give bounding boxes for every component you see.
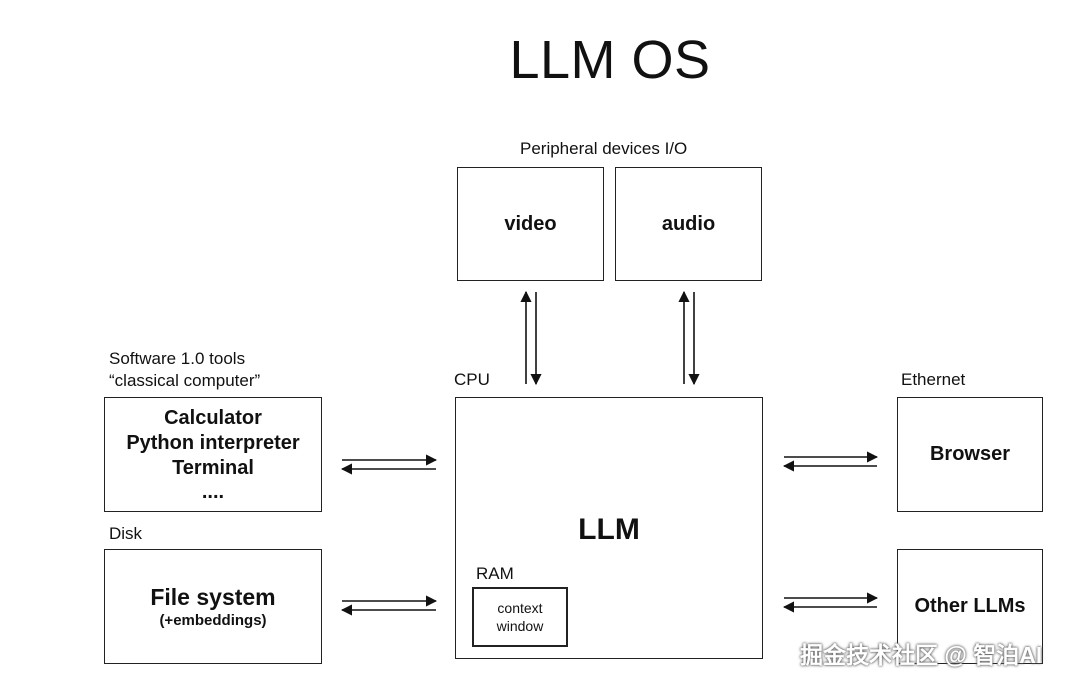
- llm-cpu-box: LLM: [455, 397, 763, 659]
- video-box: video: [457, 167, 604, 281]
- peripheral-label: Peripheral devices I/O: [520, 139, 688, 158]
- cpu-label: CPU: [454, 370, 490, 389]
- browser-box: Browser: [897, 397, 1043, 512]
- diagram-title: LLM OS: [509, 30, 711, 90]
- video-label: video: [504, 212, 557, 235]
- ethernet-label: Ethernet: [901, 370, 966, 389]
- ram-label: RAM: [476, 564, 514, 583]
- other-llms-box: Other LLMs: [897, 549, 1043, 664]
- ellipsis-label: ....: [201, 481, 225, 503]
- classical-computer-label: “classical computer”: [109, 371, 261, 390]
- audio-label: audio: [661, 212, 716, 235]
- watermark: 掘金技术社区 @ 智泊AI: [800, 642, 1043, 668]
- disk-label: Disk: [109, 524, 143, 543]
- embeddings-label: (+embeddings): [159, 611, 267, 629]
- file-system-box: File system (+embeddings): [104, 549, 322, 664]
- software-tools-label: Software 1.0 tools: [109, 349, 246, 368]
- other-llms-label: Other LLMs: [914, 595, 1026, 617]
- python-interpreter-label: Python interpreter: [126, 432, 300, 454]
- tools-box: Calculator Python interpreter Terminal .…: [104, 397, 322, 512]
- llm-label: LLM: [578, 513, 640, 546]
- calculator-label: Calculator: [164, 407, 262, 429]
- window-label: window: [496, 618, 544, 634]
- audio-box: audio: [615, 167, 762, 281]
- context-window-box: context window: [472, 587, 568, 647]
- context-label: context: [497, 600, 543, 616]
- browser-label: Browser: [929, 443, 1011, 465]
- file-system-label: File system: [150, 583, 276, 610]
- terminal-label: Terminal: [172, 457, 254, 479]
